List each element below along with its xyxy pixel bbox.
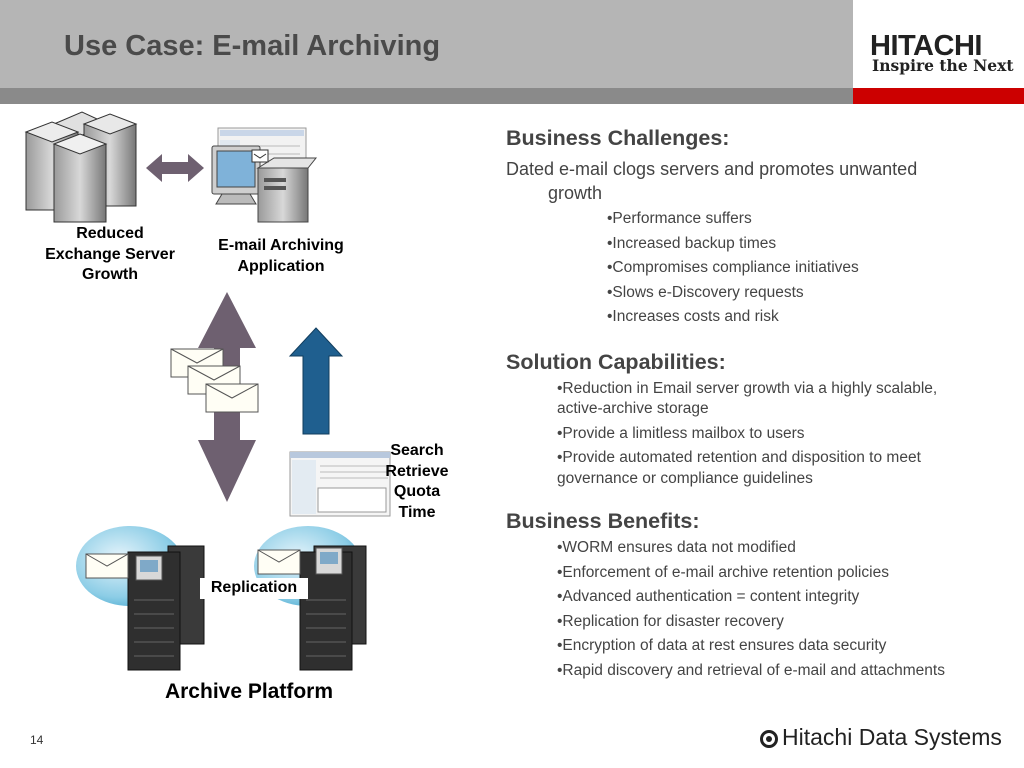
exchange-arrow-icon [146,154,204,182]
list-item: •Rapid discovery and retrieval of e-mail… [557,661,945,679]
list-item: •Provide automated retention and disposi… [557,449,921,487]
archiving-app-label: E-mail Archiving Application [218,237,344,275]
title-bar [0,0,853,88]
archive-node-left-icon [76,526,205,671]
list-item: •Reduction in Email server growth via a … [557,379,938,418]
list-item: •Advanced authentication = content integ… [557,588,860,605]
list-item: •Performance suffers [607,210,752,227]
workstation-icon [211,127,318,223]
search-label: Search Retrieve Quota Time [385,442,449,521]
title-bar-strip [0,88,853,104]
logo-panel [853,0,1024,88]
archive-platform-label: Archive Platform [164,680,334,703]
footer-logo: Hitachi Data Systems [760,724,1002,751]
list-item: •Encryption of data at rest ensures data… [557,637,887,654]
envelope-stack-icon [170,348,259,413]
benefits-heading: Business Benefits: [506,509,700,533]
list-item: •Replication for disaster recovery [557,612,784,630]
archiving-diagram [24,111,391,671]
list-item: •Increases costs and risk [607,308,779,325]
upload-arrow-icon [288,327,344,435]
content-column: Business Challenges: Dated e-mail clogs … [506,126,1006,681]
list-item: •Compromises compliance initiatives [607,259,859,276]
brand-red-strip [853,88,1024,104]
list-item: •Provide a limitless mailbox to users [557,424,805,442]
capabilities-list: •Reduction in Email server growth via a … [506,379,1006,490]
archive-node-right-icon [254,526,367,671]
exchange-label: Reduced Exchange Server Growth [45,225,175,283]
hitachi-mark-icon [760,730,778,748]
list-item: •Slows e-Discovery requests [607,283,804,301]
challenges-list: •Performance suffers •Increased backup t… [506,209,1006,328]
capabilities-heading: Solution Capabilities: [506,349,726,374]
exchange-server-icon [24,111,138,223]
replication-label: Replication [200,578,308,599]
list-item: •WORM ensures data not modified [557,539,796,556]
search-window-icon [289,451,391,517]
list-item: •Enforcement of e-mail archive retention… [557,563,889,581]
page-number: 14 [30,733,44,747]
benefits-list: •WORM ensures data not modified •Enforce… [506,538,1006,681]
challenges-intro: Dated e-mail clogs servers and promotes … [506,159,918,203]
list-item: •Increased backup times [607,234,777,252]
challenges-heading: Business Challenges: [506,126,730,150]
slide-title: Use Case: E-mail Archiving [64,30,441,62]
logo-tagline: Inspire the Next [872,56,1014,75]
hitachi-logo: HITACHI [870,30,982,62]
